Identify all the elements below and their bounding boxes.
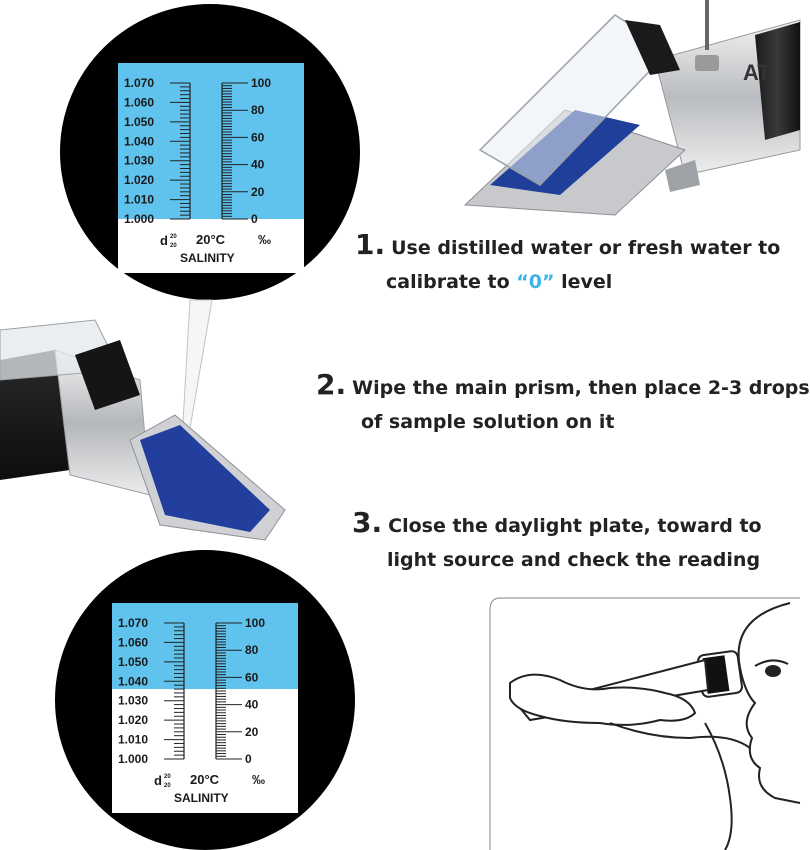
temperature-label: 20°C — [196, 232, 226, 247]
blue-field — [118, 63, 304, 219]
salinity-scale: 1.070 1.060 1.050 1.040 1.030 1.020 1.010 1.000… — [112, 603, 298, 805]
step-number: 1. — [355, 228, 386, 261]
salinity-tick-label: 80 — [245, 643, 259, 657]
step-3: 3.Close the daylight plate, toward to li… — [352, 506, 762, 577]
refractometer-sample-photo — [0, 299, 286, 541]
density-tick-label: 1.040 — [118, 674, 148, 688]
density-tick-label: 1.050 — [118, 655, 148, 669]
usage-illustration — [489, 597, 801, 850]
scale-reticle: 1.070 1.060 1.050 1.040 1.030 1.020 1.010 1.000… — [112, 603, 298, 813]
density-tick-label: 1.020 — [118, 713, 148, 727]
density-tick-label: 1.070 — [124, 76, 154, 90]
refractometer-prism-photo: AT — [463, 0, 801, 216]
density-tick-label: 1.010 — [118, 733, 148, 747]
step-text: light source and check the reading — [387, 549, 761, 571]
zero-level-highlight: “0” — [516, 271, 555, 293]
eyepiece-view-reading: 1.070 1.060 1.050 1.040 1.030 1.020 1.010 1.000… — [55, 550, 355, 850]
salinity-tick-label: 100 — [251, 76, 271, 90]
step-text: of sample solution on it — [361, 411, 615, 433]
density-sub: 20 — [164, 783, 171, 789]
salinity-tick-label: 80 — [251, 103, 265, 117]
salinity-tick-label: 40 — [251, 158, 265, 172]
scale-reticle: 1.070 1.060 1.050 1.040 1.030 1.020 1.010 1.000… — [118, 63, 304, 273]
step-text: Wipe the main prism, then place 2-3 drop… — [352, 377, 810, 399]
salinity-tick-label: 60 — [245, 670, 259, 684]
density-tick-label: 1.070 — [118, 616, 148, 630]
density-tick-label: 1.060 — [118, 635, 148, 649]
density-tick-label: 1.050 — [124, 115, 154, 129]
step-text: calibrate to — [386, 271, 517, 293]
step-2: 2.Wipe the main prism, then place 2-3 dr… — [316, 368, 810, 439]
unit-label: ‰ — [258, 232, 271, 247]
density-tick-label: 1.020 — [124, 173, 154, 187]
salinity-tick-label: 100 — [245, 616, 265, 630]
blue-field — [112, 603, 298, 690]
density-symbol: d — [160, 233, 168, 248]
density-symbol: d — [154, 773, 162, 788]
density-sub: 20 — [170, 243, 177, 249]
salinity-tick-label: 0 — [245, 752, 252, 766]
density-tick-label: 1.000 — [124, 212, 154, 226]
salinity-label: SALINITY — [174, 791, 229, 805]
unit-label: ‰ — [252, 772, 265, 787]
salinity-scale: 1.070 1.060 1.050 1.040 1.030 1.020 1.010 1.000… — [118, 63, 304, 265]
density-sup: 20 — [170, 234, 177, 240]
salinity-label: SALINITY — [180, 251, 235, 265]
density-tick-label: 1.010 — [124, 193, 154, 207]
salinity-tick-label: 20 — [245, 725, 259, 739]
step-text: Close the daylight plate, toward to — [388, 515, 762, 537]
step-number: 2. — [316, 368, 347, 401]
density-tick-label: 1.000 — [118, 752, 148, 766]
temperature-label: 20°C — [190, 772, 220, 787]
density-sup: 20 — [164, 774, 171, 780]
step-number: 3. — [352, 506, 383, 539]
density-tick-label: 1.030 — [124, 154, 154, 168]
step-1: 1.Use distilled water or fresh water to … — [355, 228, 780, 299]
density-tick-label: 1.040 — [124, 134, 154, 148]
salinity-tick-label: 60 — [251, 130, 265, 144]
salinity-tick-label: 0 — [251, 212, 258, 226]
step-text: Use distilled water or fresh water to — [391, 237, 781, 259]
salinity-tick-label: 20 — [251, 185, 265, 199]
brand-text: AT — [743, 60, 771, 85]
density-tick-label: 1.030 — [118, 694, 148, 708]
density-tick-label: 1.060 — [124, 95, 154, 109]
eyepiece-view-calibration: 1.070 1.060 1.050 1.040 1.030 1.020 1.010 1.000… — [60, 4, 360, 300]
step-text: level — [554, 271, 613, 293]
salinity-tick-label: 40 — [245, 698, 259, 712]
